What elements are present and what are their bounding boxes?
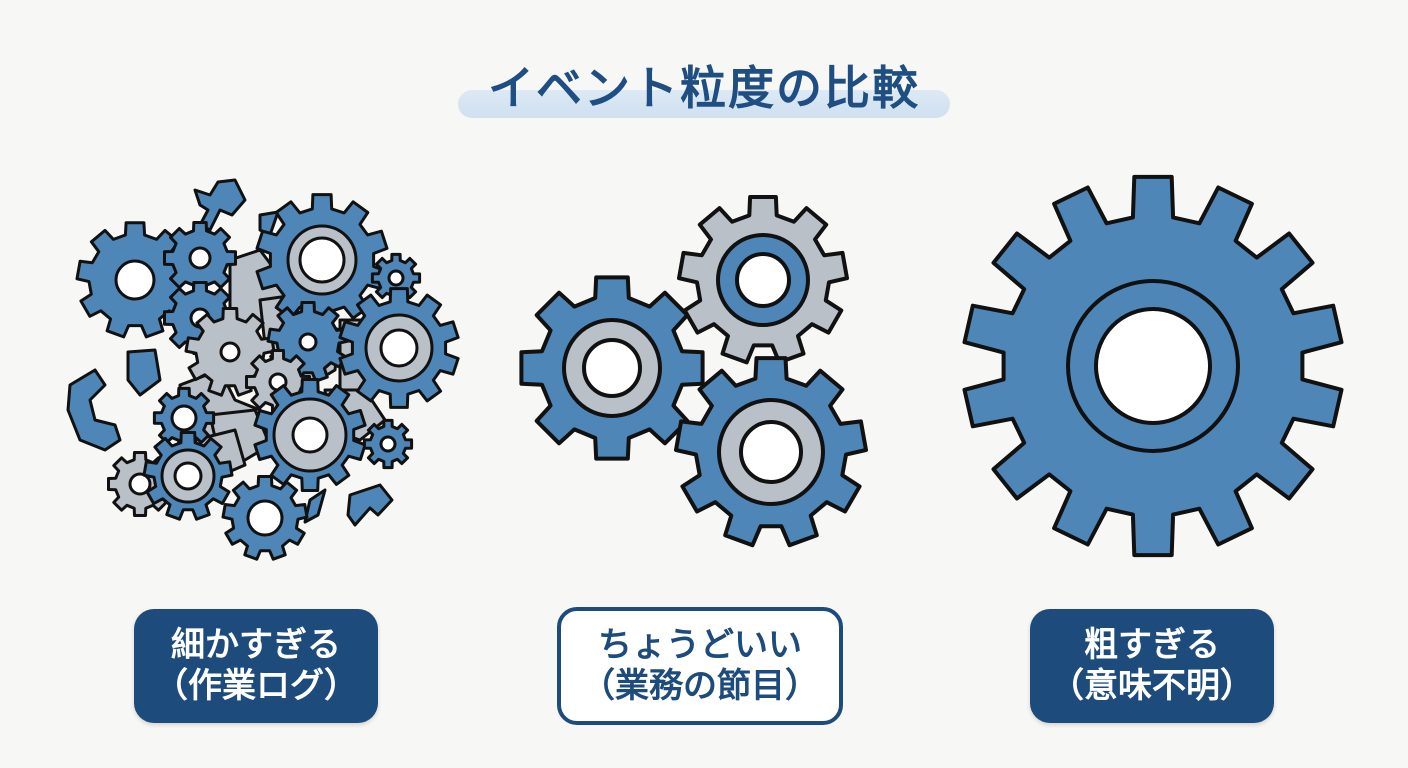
page-title: イベント粒度の比較 [488,61,920,115]
gear-fragment-icon [346,483,394,527]
label-too-coarse: 粗すぎる （意味不明） [1030,609,1274,723]
gear-icon [962,174,1344,558]
gear-icon [163,221,237,295]
single-large-gear-icon [960,170,1350,570]
three-meshed-gears-icon [519,190,890,550]
gear-fragment-icon [126,348,162,397]
gear-icon [221,475,309,561]
title-highlight-bar [458,90,950,118]
gear-fragment-icon [193,178,247,232]
gear-icon [152,386,216,450]
gear-icon [519,275,705,461]
gear-icon [253,378,367,492]
label-too-fine-main: 細かすぎる [171,625,341,666]
label-just-right-sub: （業務の節目） [581,666,819,706]
gear-icon [142,431,234,521]
label-just-right: ちょうどいい （業務の節目） [557,607,843,725]
gear-icon [674,356,868,548]
title-block: イベント粒度の比較 [458,50,950,122]
gear-icon [362,418,414,470]
gear-icon [184,307,276,397]
gear-icon [677,195,849,365]
label-too-coarse-sub: （意味不明） [1050,666,1254,706]
fragmented-gear-cluster-icon [60,170,460,570]
label-too-fine: 細かすぎる （作業ログ） [134,609,378,723]
label-too-coarse-main: 粗すぎる [1084,625,1220,666]
gear-icon [338,287,460,409]
label-too-fine-sub: （作業ログ） [154,666,358,706]
gear-fragment-icon [66,368,122,452]
label-just-right-main: ちょうどいい [598,625,802,666]
